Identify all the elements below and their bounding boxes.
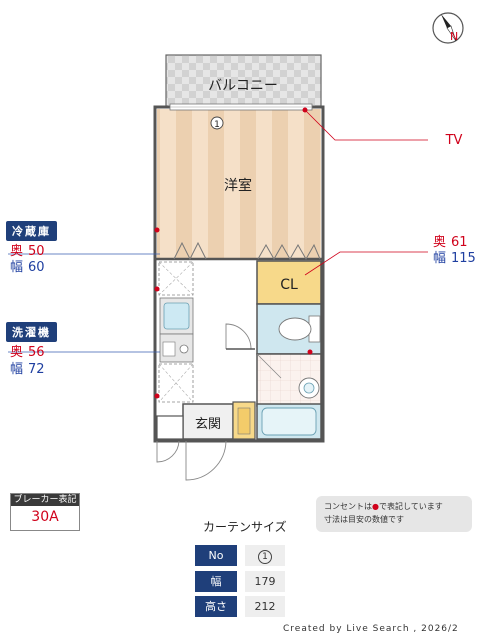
washer-width-value: 72 [28,362,45,377]
compass-icon [432,12,464,44]
room-door [173,241,207,261]
curtain-row-value: 179 [245,571,285,592]
curtain-row-value: 212 [245,596,285,617]
fridge-depth-value: 50 [28,244,45,259]
washer-depth-value: 56 [28,345,45,360]
fridge-depth-label: 奥 [10,244,24,259]
breaker-box: ブレーカー表記 30A [10,493,80,531]
closet-width-value: 115 [451,251,476,266]
breaker-value: 30A [31,509,59,525]
compass-label: N [450,30,459,43]
note-box: コンセントは●で表記しています 寸法は目安の数値です [316,496,472,532]
breaker-title: ブレーカー表記 [11,494,79,506]
window-number-marker [210,116,224,130]
outlet-legend-icon: ● [372,502,379,511]
closet-depth-value: 61 [451,235,468,250]
curtain-row-label: 高さ [195,596,237,617]
leader-lines [8,109,428,353]
fridge-space [158,261,194,296]
washer-depth-label: 奥 [10,345,24,360]
closet-depth: 奥 61 [433,235,468,251]
tv-label: TV [445,133,463,148]
fridge-width-label: 幅 [10,260,24,275]
western-room-floor [157,109,321,259]
fridge-width: 幅 60 [10,260,45,276]
closet-depth-label: 奥 [433,235,447,250]
curtain-row-value: 1 [245,545,285,566]
credit: Created by Live Search , 2026/2 [283,624,459,634]
curtain-no-circle: 1 [258,550,272,564]
curtain-row-label: 幅 [195,571,237,592]
closet-label: CL [280,277,298,293]
curtain-row-no: No 1 [195,545,285,566]
hall-door [225,323,252,350]
closet-door [257,243,321,261]
note-line-1-pre: コンセントは [324,502,372,511]
note-line-2: 寸法は目安の数値です [324,515,404,524]
washer-width: 幅 72 [10,362,45,378]
entrance-floor [182,403,234,440]
entrance-door [185,440,227,481]
toilet-icon [278,317,312,341]
curtain-title: カーテンサイズ [203,520,287,534]
fridge-depth: 奥 50 [10,244,45,260]
washer-tag: 洗濯機 [6,322,57,342]
note-line-1: コンセントは●で表記しています [324,500,464,513]
washer-space [158,363,194,403]
wash-door [256,353,282,379]
washer-width-label: 幅 [10,362,24,377]
entrance-label: 玄関 [195,417,221,432]
side-door [156,440,180,463]
fridge-width-value: 60 [28,260,45,275]
curtain-row-width: 幅 179 [195,571,285,592]
closet-width: 幅 115 [433,251,476,267]
western-room-label: 洋室 [224,177,252,194]
note-line-1-post: で表記しています [378,502,443,511]
curtain-row-height: 高さ 212 [195,596,285,617]
closet-width-label: 幅 [433,251,447,266]
fridge-tag: 冷蔵庫 [6,221,57,241]
curtain-row-label: No [195,545,237,566]
window-number: 1 [214,120,220,130]
washer-depth: 奥 56 [10,345,45,361]
balcony-label: バルコニー [208,78,278,94]
